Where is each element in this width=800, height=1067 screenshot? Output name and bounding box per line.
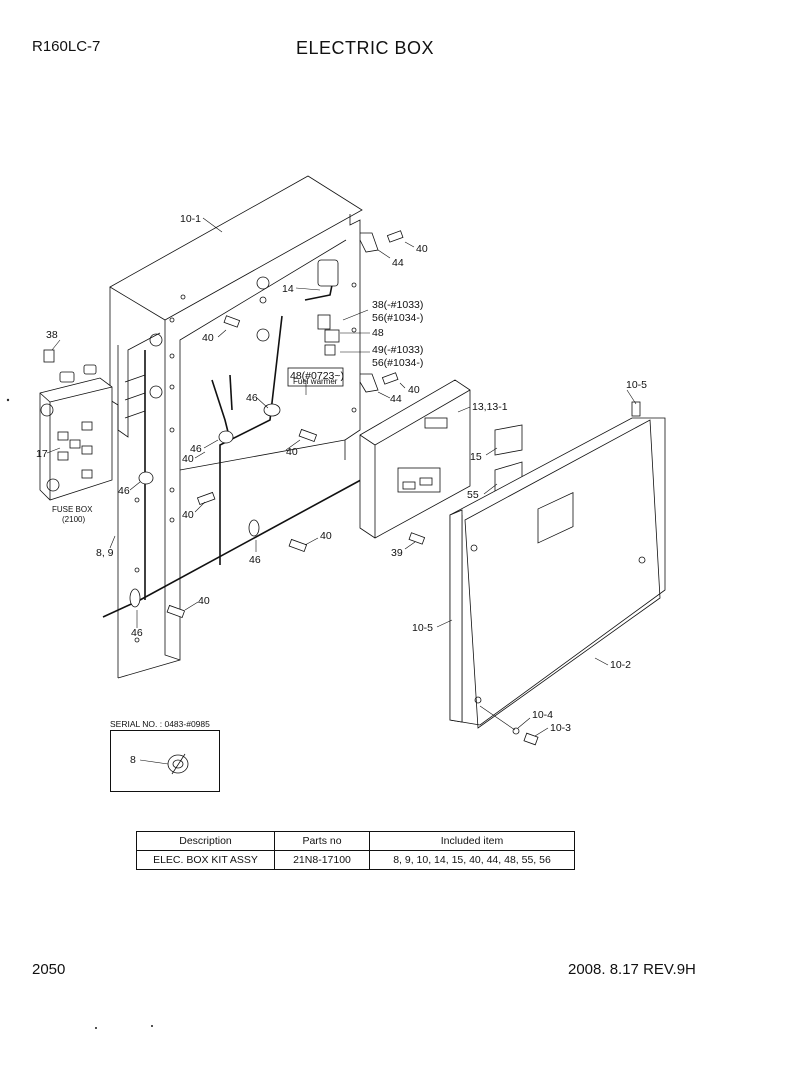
callout-8: 8 <box>130 754 136 766</box>
page-number: 2050 <box>32 961 66 978</box>
callout-48-0723: 48(#0723~) <box>290 370 344 382</box>
callout-40h: 40 <box>198 595 210 607</box>
serial-range: SERIAL NO. : 0483-#0985 <box>110 719 210 729</box>
page-title: ELECTRIC BOX <box>296 38 435 58</box>
callout-40f: 40 <box>182 509 194 521</box>
callout-14: 14 <box>282 283 294 295</box>
callout-17: 17 <box>36 448 48 460</box>
callout-46a: 46 <box>246 392 258 404</box>
parts-table: Description Parts no Included item ELEC.… <box>136 831 575 870</box>
callout-10-5a: 10-5 <box>626 379 647 391</box>
callout-49-1033: 49(-#1033) <box>372 344 423 356</box>
controller-unit <box>359 379 471 539</box>
callout-44: 44 <box>392 257 404 269</box>
callout-40c: 40 <box>408 384 420 396</box>
callout-13: 13,13-1 <box>472 401 508 413</box>
table-row: ELEC. BOX KIT ASSY 21N8-17100 8, 9, 10, … <box>136 850 575 870</box>
fuse-box <box>39 364 113 501</box>
stray-marks <box>6 398 153 1030</box>
callout-46b: 46 <box>190 443 202 455</box>
callout-48: 48 <box>372 327 384 339</box>
leader-lines <box>46 217 637 765</box>
callout-46d: 46 <box>249 554 261 566</box>
callout-48-note: Fuel warmer <box>293 377 338 386</box>
callout-56-1034b: 56(#1034-) <box>372 357 423 369</box>
cell-description: ELEC. BOX KIT ASSY <box>136 850 275 870</box>
callout-40e: 40 <box>182 453 194 465</box>
callout-46c: 46 <box>118 485 130 497</box>
callout-46e: 46 <box>131 627 143 639</box>
inset-switch <box>167 753 189 775</box>
callout-38: 38 <box>46 329 58 341</box>
callout-10-1: 10-1 <box>180 213 201 225</box>
table-header-row: Description Parts no Included item <box>136 831 575 851</box>
callout-55: 55 <box>467 489 479 501</box>
callout-8-9: 8, 9 <box>96 547 114 559</box>
fuse-box-number: (2100) <box>62 515 85 524</box>
callout-10-2: 10-2 <box>610 659 631 671</box>
callout-40: 40 <box>416 243 428 255</box>
bolts <box>43 230 539 746</box>
model-number: R160LC-7 <box>32 38 101 55</box>
relay-cluster <box>287 314 344 387</box>
cell-parts-no: 21N8-17100 <box>274 850 370 870</box>
callouts: 10-1 40 44 14 38(-#1033) 56(#1034-) 48 4… <box>36 213 647 766</box>
revision-date: 2008. 8.17 REV.9H <box>568 961 696 978</box>
box-housing <box>109 175 363 679</box>
callout-10-4: 10-4 <box>532 709 553 721</box>
cell-included: 8, 9, 10, 14, 15, 40, 44, 48, 55, 56 <box>369 850 575 870</box>
cover-panel <box>449 401 666 729</box>
inset-frame <box>110 730 220 792</box>
callout-39: 39 <box>391 547 403 559</box>
callout-40d: 40 <box>286 446 298 458</box>
callout-10-5b: 10-5 <box>412 622 433 634</box>
wiring-harness <box>102 259 371 618</box>
callout-10-3: 10-3 <box>550 722 571 734</box>
col-parts-no: Parts no <box>274 831 370 851</box>
col-description: Description <box>136 831 275 851</box>
callout-56-1034: 56(#1034-) <box>372 312 423 324</box>
callout-40g: 40 <box>320 530 332 542</box>
callout-44b: 44 <box>390 393 402 405</box>
harness-clips <box>129 403 281 608</box>
callout-15: 15 <box>470 451 482 463</box>
callout-40b: 40 <box>202 332 214 344</box>
col-included: Included item <box>369 831 575 851</box>
fuse-box-label: FUSE BOX <box>52 505 93 514</box>
callout-38-1033: 38(-#1033) <box>372 299 423 311</box>
